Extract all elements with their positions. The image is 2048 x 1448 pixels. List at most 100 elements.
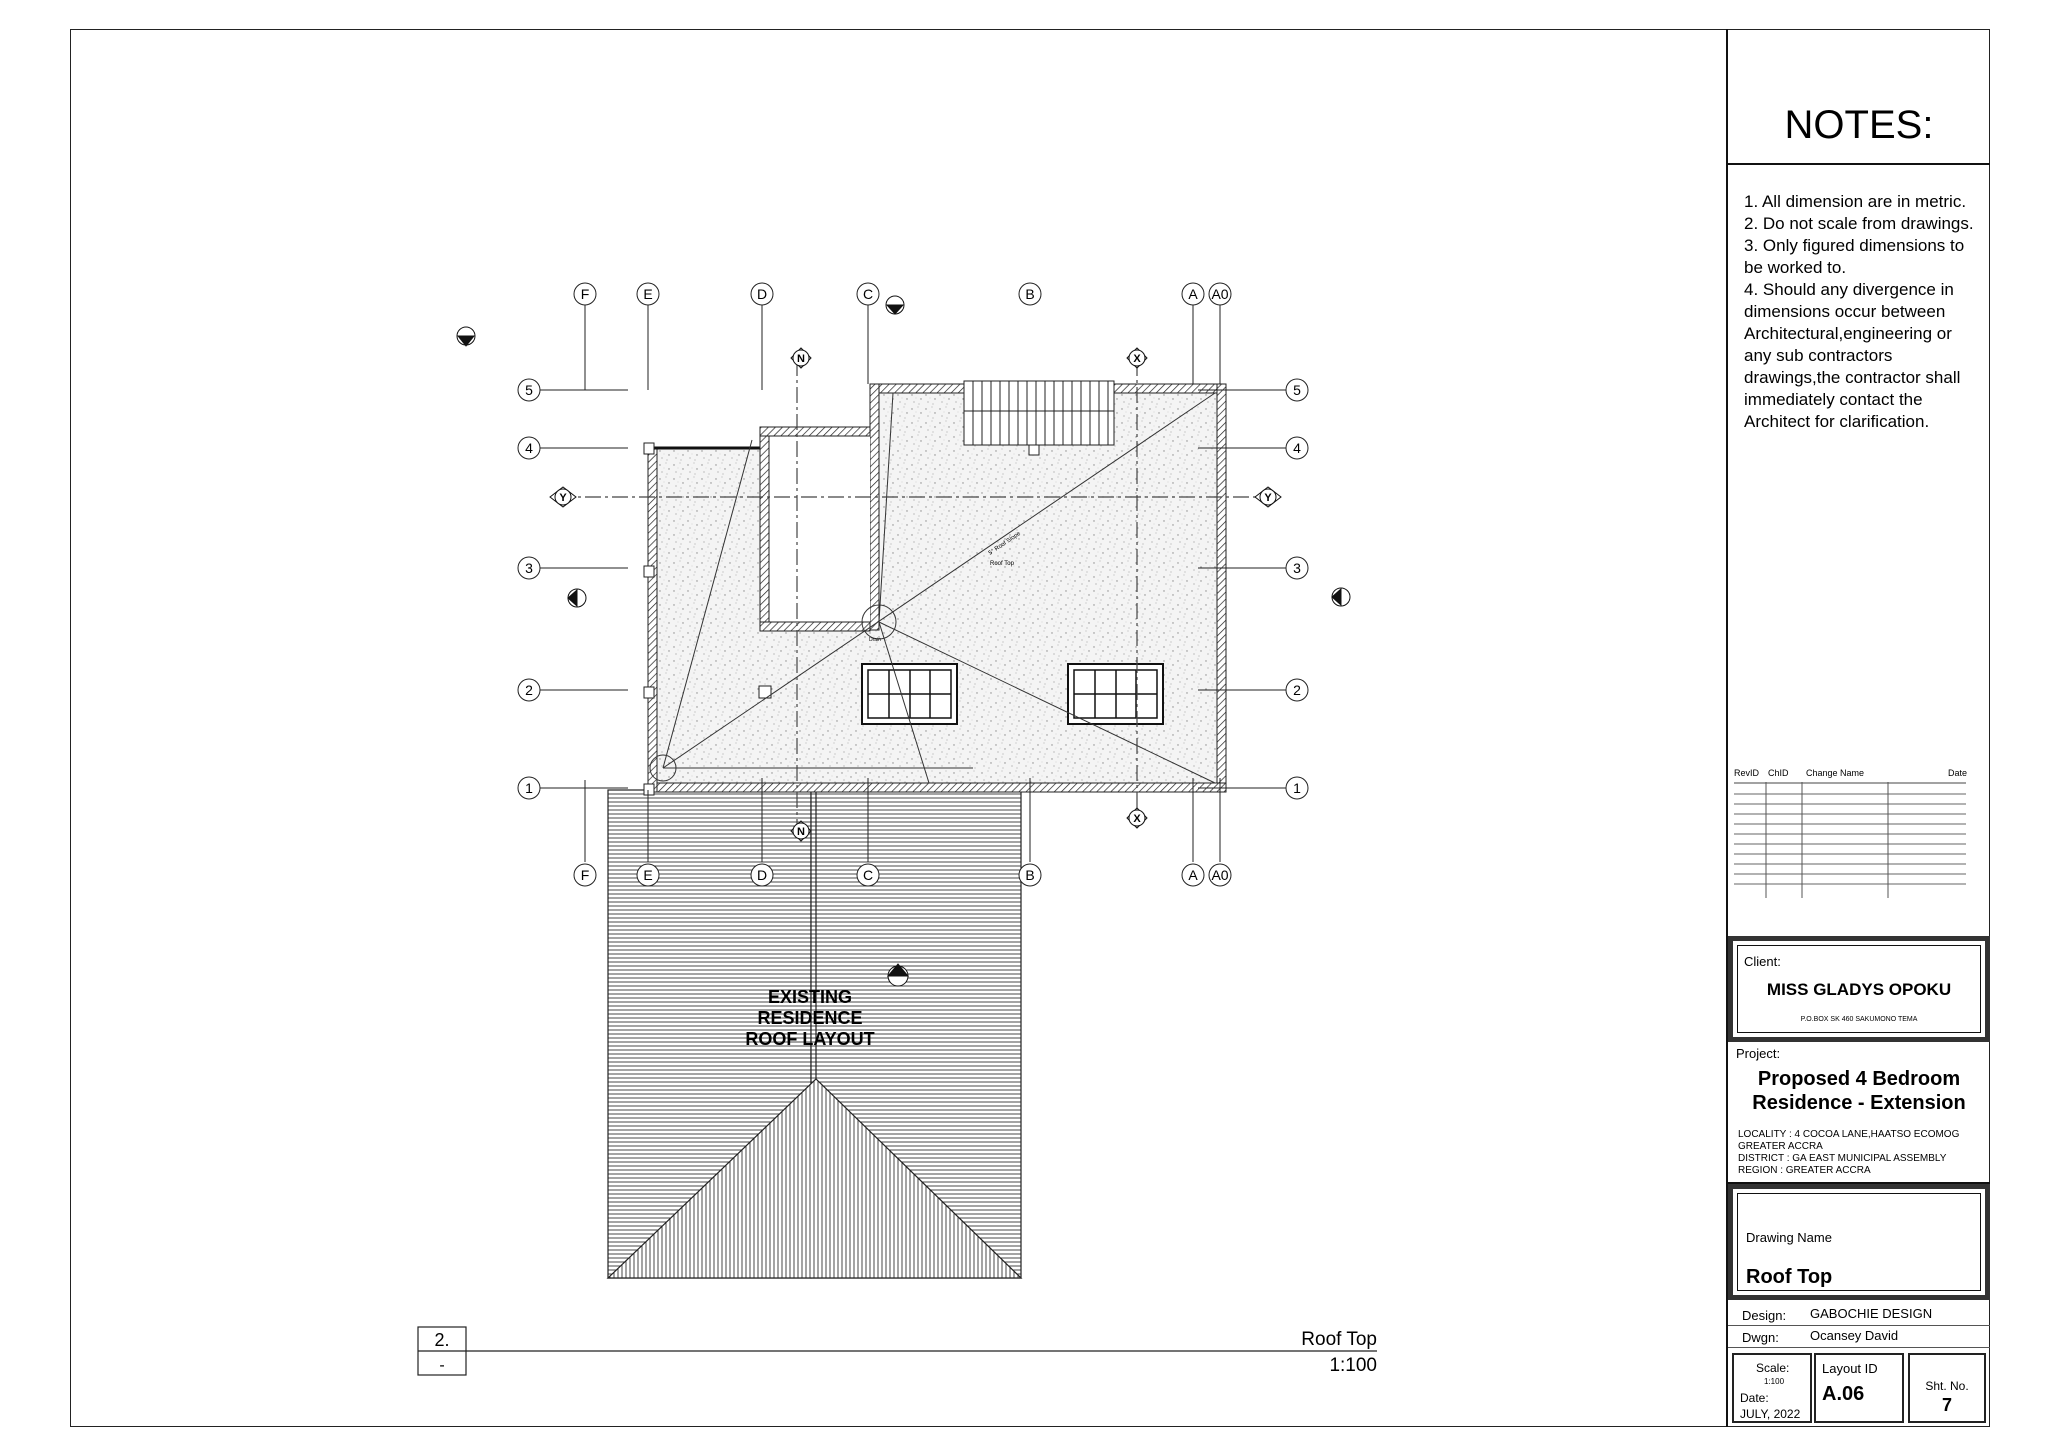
grid-bubble-left-1: 1 bbox=[517, 776, 541, 800]
svg-text:B: B bbox=[1025, 286, 1034, 302]
notes-list: 1. All dimension are in metric. 2. Do no… bbox=[1744, 191, 1984, 433]
svg-text:E: E bbox=[643, 286, 652, 302]
grid-bubble-left-3: 3 bbox=[517, 556, 541, 580]
section-marker-n-bottom: N bbox=[790, 820, 812, 842]
view-name: Roof Top bbox=[1301, 1329, 1377, 1350]
grid-bubbles-top: F E D C B A A0 bbox=[573, 282, 1232, 306]
project-box: Project: Proposed 4 Bedroom Residence - … bbox=[1728, 1042, 1990, 1184]
grid-bubble-top-a: A bbox=[1181, 282, 1205, 306]
dwgn-value: Ocansey David bbox=[1810, 1328, 1899, 1343]
svg-text:4: 4 bbox=[525, 440, 533, 456]
svg-text:1: 1 bbox=[525, 780, 533, 796]
client-name: MISS GLADYS OPOKU bbox=[1766, 980, 1952, 999]
rev-col-change: Change Name bbox=[1806, 768, 1865, 778]
section-marker-y-left: Y bbox=[549, 486, 577, 508]
svg-text:F: F bbox=[581, 867, 590, 883]
grid-bubble-top-b: B bbox=[1018, 282, 1042, 306]
section-marker-x-top: X bbox=[1126, 347, 1148, 369]
grid-bubble-top-d: D bbox=[750, 282, 774, 306]
elevation-marker-left bbox=[567, 588, 587, 608]
project-title-line2: Residence - Extension bbox=[1752, 1092, 1966, 1114]
scale-date-box: Scale: 1:100 Date: JULY, 2022 bbox=[1732, 1353, 1812, 1423]
client-address: P.O.BOX SK 460 SAKUMONO TEMA bbox=[1800, 1016, 1918, 1023]
grid-bubble-top-f: F bbox=[573, 282, 597, 306]
revision-grid bbox=[1734, 782, 1966, 898]
design-value: GABOCHIE DESIGN bbox=[1810, 1306, 1933, 1321]
view-scale: 1:100 bbox=[1329, 1355, 1377, 1376]
svg-text:N: N bbox=[797, 353, 805, 365]
roof-slab bbox=[643, 383, 1227, 796]
project-title-line1: Proposed 4 Bedroom bbox=[1757, 1068, 1961, 1090]
section-axes bbox=[558, 360, 1263, 830]
svg-text:D: D bbox=[757, 286, 767, 302]
grid-bubbles-left: 5 4 3 2 1 bbox=[517, 378, 541, 800]
skylight-right bbox=[1067, 663, 1164, 725]
sheet-value: 7 bbox=[1941, 1395, 1952, 1415]
project-locality: LOCALITY : 4 COCOA LANE,HAATSO ECOMOG bbox=[1738, 1129, 1960, 1140]
svg-text:N: N bbox=[797, 826, 805, 838]
grid-bubble-left-5: 5 bbox=[517, 378, 541, 402]
svg-text:1: 1 bbox=[1293, 780, 1301, 796]
project-info: LOCALITY : 4 COCOA LANE,HAATSO ECOMOG GR… bbox=[1738, 1129, 1959, 1177]
note-item: 1. All dimension are in metric. bbox=[1744, 192, 1967, 211]
grid-bubble-bottom-a: A bbox=[1181, 863, 1205, 887]
drawing-name-value: Roof Top bbox=[1746, 1266, 1833, 1288]
client-label: Client: bbox=[1744, 954, 1781, 969]
scale-label: Scale: bbox=[1756, 1361, 1790, 1375]
elevation-markers bbox=[456, 295, 1351, 987]
design-label: Design: bbox=[1742, 1308, 1787, 1323]
sheet-info-block: Scale: 1:100 Date: JULY, 2022 Layout ID … bbox=[1728, 1349, 1990, 1427]
grid-bubble-bottom-f: F bbox=[573, 863, 597, 887]
slope-lines bbox=[649, 392, 1216, 784]
svg-text:5: 5 bbox=[1293, 382, 1301, 398]
grid-bubble-bottom-d: D bbox=[750, 863, 774, 887]
grid-bubbles-bottom: F E D C B A A0 bbox=[573, 863, 1232, 887]
grid-bubble-bottom-e: E bbox=[636, 863, 660, 887]
rev-col-chid: ChID bbox=[1768, 768, 1789, 778]
roof-plan-drawing: EXISTING RESIDENCE ROOF LAYOUT bbox=[417, 282, 1377, 1376]
roof-label: Roof Top bbox=[990, 561, 1015, 567]
note-item: 2. Do not scale from drawings. bbox=[1744, 214, 1974, 233]
existing-label-2: RESIDENCE bbox=[757, 1008, 862, 1028]
svg-text:F: F bbox=[581, 286, 590, 302]
project-region: REGION : GREATER ACCRA bbox=[1738, 1165, 1871, 1176]
grid-bubble-left-2: 2 bbox=[517, 678, 541, 702]
date-value: JULY, 2022 bbox=[1740, 1407, 1801, 1421]
project-locality-2: GREATER ACCRA bbox=[1738, 1141, 1823, 1152]
svg-text:5: 5 bbox=[525, 382, 533, 398]
svg-text:2: 2 bbox=[1293, 682, 1301, 698]
drawing-sheet-border bbox=[70, 29, 1990, 1427]
rev-col-revid: RevID bbox=[1734, 768, 1760, 778]
svg-text:C: C bbox=[863, 286, 873, 302]
drawing-name-box: Drawing Name Roof Top bbox=[1728, 1184, 1990, 1300]
grid-bubble-bottom-c: C bbox=[856, 863, 880, 887]
notes-title: NOTES: bbox=[1728, 29, 1990, 165]
grid-bubbles-right: 5 4 3 2 1 bbox=[1285, 378, 1309, 800]
sheet-label: Sht. No. bbox=[1925, 1379, 1969, 1393]
stair-treads bbox=[963, 380, 1115, 446]
grid-bubble-right-3: 3 bbox=[1285, 556, 1309, 580]
project-district: DISTRICT : GA EAST MUNICIPAL ASSEMBLY bbox=[1738, 1153, 1947, 1164]
grid-lines bbox=[540, 305, 1286, 862]
grid-bubble-top-e: E bbox=[636, 282, 660, 306]
drain-label: Drain bbox=[869, 637, 881, 643]
elevation-marker-top-center bbox=[885, 295, 905, 315]
project-title: Proposed 4 Bedroom Residence - Extension bbox=[1728, 1067, 1990, 1115]
sheet-number-box: Sht. No. 7 bbox=[1908, 1353, 1986, 1423]
view-sub: - bbox=[439, 1357, 444, 1374]
design-row: Design: GABOCHIE DESIGN bbox=[1728, 1303, 1990, 1326]
project-label: Project: bbox=[1736, 1046, 1781, 1061]
svg-text:4: 4 bbox=[1293, 440, 1301, 456]
elevation-marker-top-left bbox=[456, 326, 476, 347]
grid-bubble-bottom-b: B bbox=[1018, 863, 1042, 887]
title-block: NOTES: 1. All dimension are in metric. 2… bbox=[1726, 29, 1990, 1427]
svg-text:D: D bbox=[757, 867, 767, 883]
scale-value: 1:100 bbox=[1764, 1377, 1785, 1386]
date-label: Date: bbox=[1740, 1391, 1769, 1405]
dwgn-row: Dwgn: Ocansey David bbox=[1728, 1325, 1990, 1348]
drawing-name-label: Drawing Name bbox=[1746, 1230, 1832, 1245]
rev-col-date: Date bbox=[1948, 768, 1968, 778]
client-box: Client: MISS GLADYS OPOKU P.O.BOX SK 460… bbox=[1728, 936, 1990, 1042]
section-markers: N N X X Y Y bbox=[549, 347, 1282, 842]
svg-text:X: X bbox=[1133, 813, 1141, 825]
